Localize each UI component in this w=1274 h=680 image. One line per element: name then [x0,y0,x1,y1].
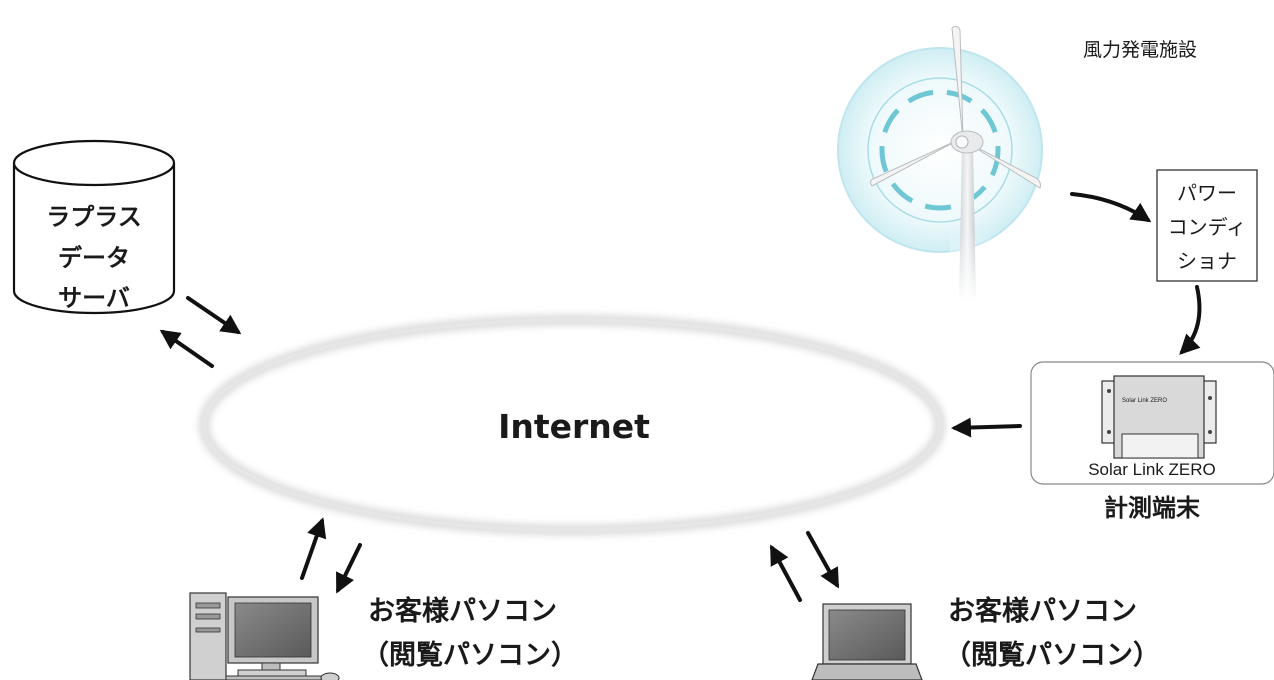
arrow-desktop-to-internet [300,517,327,580]
data-server-label-1: ラプラス [46,203,142,231]
desktop-label-2: （閲覧パソコン） [362,640,578,671]
arrow-server-to-internet [186,296,242,335]
arrow-laptop-to-internet [770,544,802,602]
internet-cloud [199,315,945,535]
arrow-turbine-to-power-conditioner [1070,192,1152,223]
arrow-internet-to-laptop [806,531,839,589]
solar-link-device [1101,375,1217,459]
power-conditioner-box [1156,169,1258,282]
laptop-computer-illustration [811,603,923,680]
laptop-label-1: お客様パソコン [948,595,1137,627]
desktop-computer-illustration [189,592,340,680]
arrow-internet-to-server [159,329,214,368]
power-conditioner-label-2: コンディ [1168,215,1247,239]
device-logo: Solar Link ZERO [1122,398,1167,404]
device-caption: 計測端末 [1104,494,1201,522]
data-server [12,139,176,315]
arrow-power-conditioner-to-device [1179,285,1202,355]
wind-turbine-illustration [837,25,1043,302]
power-conditioner-label-1: パワー [1177,181,1237,205]
device-product-name: Solar Link ZERO [1088,460,1216,479]
power-conditioner-label-3: ショナ [1177,249,1237,273]
internet-label: Internet [498,407,650,446]
arrow-internet-to-desktop [336,543,362,594]
data-server-label-2: データ [58,244,130,272]
wind-facility-label: 風力発電施設 [1083,39,1197,61]
data-server-label-3: サーバ [58,284,130,312]
desktop-label-1: お客様パソコン [368,595,557,627]
arrow-device-to-internet [951,417,1022,438]
laptop-label-2: （閲覧パソコン） [944,640,1160,671]
